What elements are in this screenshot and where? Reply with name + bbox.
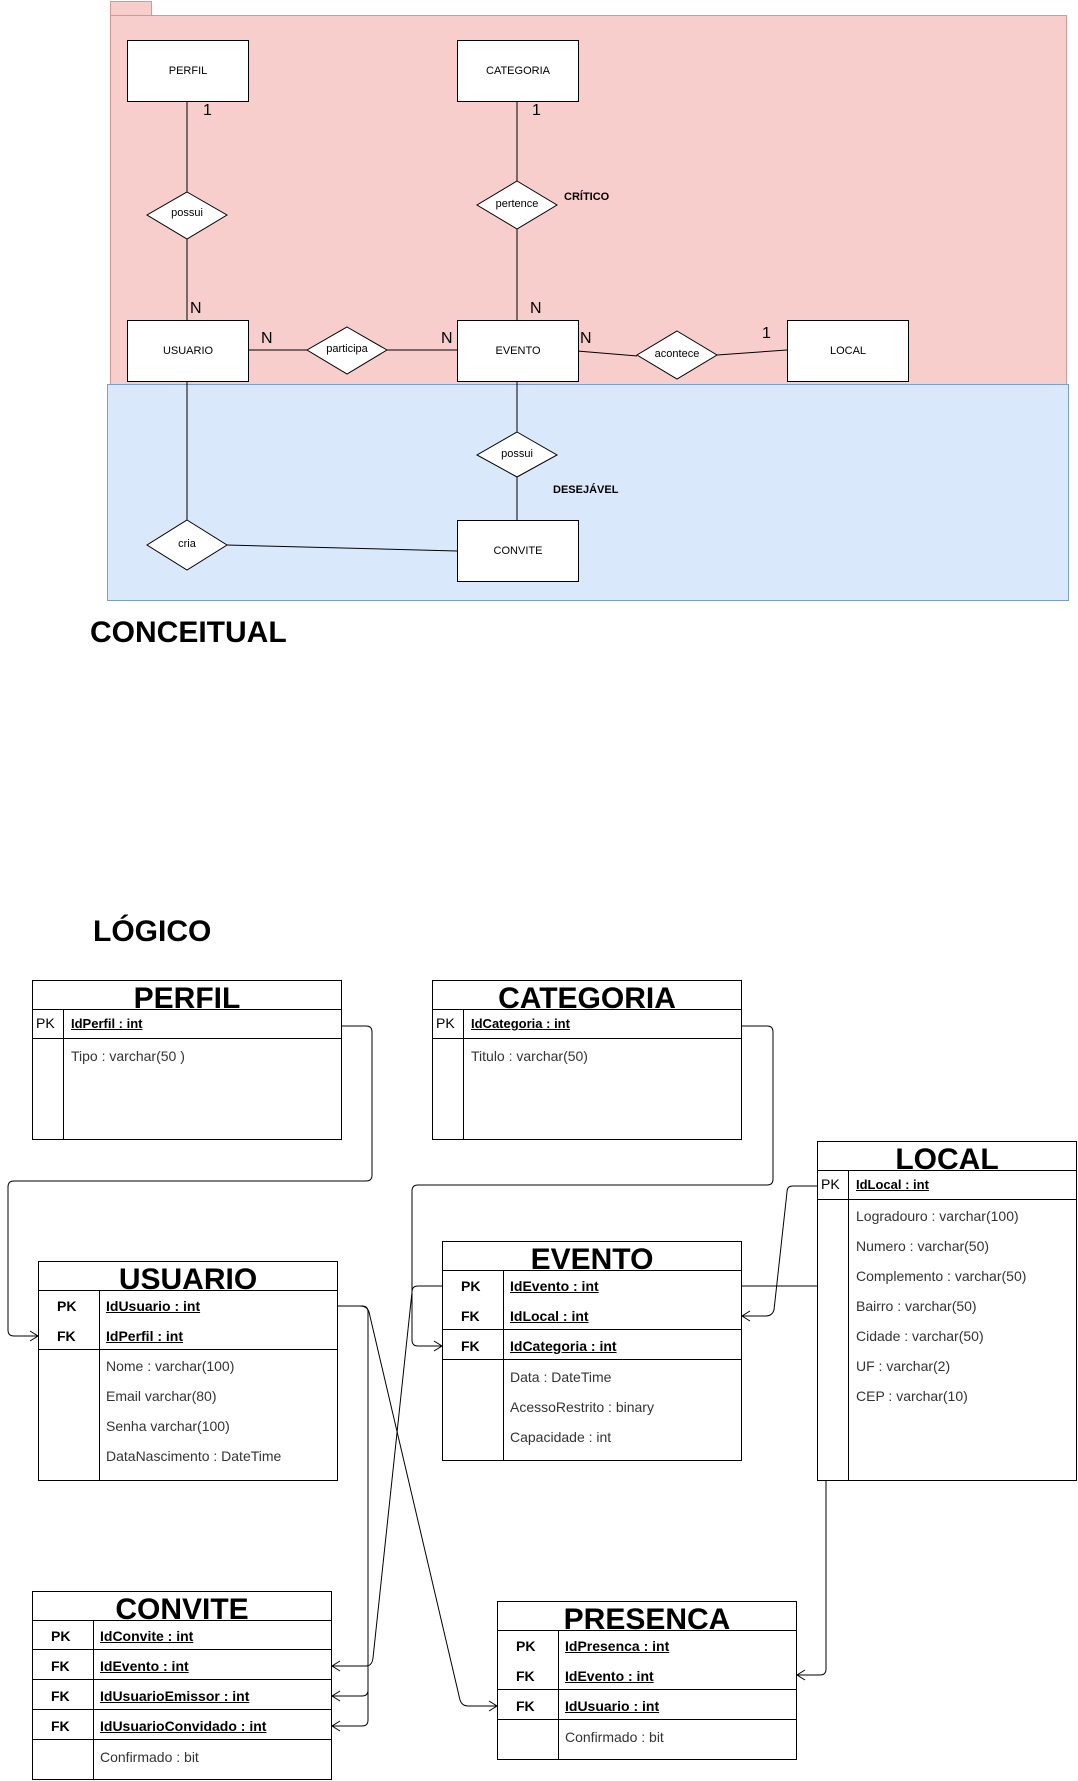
attribute: Nome : varchar(100)	[106, 1358, 235, 1374]
table-title: PRESENCA	[498, 1602, 796, 1631]
cardinality: N	[190, 300, 202, 317]
key-type: FK	[51, 1688, 70, 1704]
cardinality: N	[441, 330, 453, 347]
conceptual-connectors	[146, 101, 788, 571]
cardinality: 1	[203, 102, 212, 119]
rel-possui-perfil-shape	[146, 191, 228, 240]
table-categoria: CATEGORIA PK IdCategoria : int Titulo : …	[432, 980, 742, 1140]
key-field: IdCategoria : int	[471, 1016, 570, 1031]
key-type: FK	[461, 1308, 480, 1324]
cardinality: N	[580, 330, 592, 347]
key-type: FK	[51, 1658, 70, 1674]
key-type: FK	[51, 1718, 70, 1734]
key-field: IdLocal : int	[510, 1308, 589, 1324]
entity-usuario: USUARIO	[127, 320, 249, 382]
key-type: FK	[516, 1698, 535, 1714]
key-type: FK	[516, 1668, 535, 1684]
key-field: IdUsuarioConvidado : int	[100, 1718, 267, 1734]
attribute: Email varchar(80)	[106, 1388, 217, 1404]
key-field: IdPerfil : int	[106, 1328, 183, 1344]
rel-pertence: pertence	[495, 198, 539, 210]
key-type: FK	[461, 1338, 480, 1354]
conceptual-heading: CONCEITUAL	[90, 616, 287, 649]
key-type: PK	[461, 1278, 481, 1294]
entity-local: LOCAL	[787, 320, 909, 382]
rel-acontece: acontece	[654, 348, 700, 360]
key-type: PK	[36, 1015, 55, 1031]
cardinality: 1	[762, 325, 771, 342]
cardinality: N	[530, 300, 542, 317]
entity-categoria: CATEGORIA	[457, 40, 579, 102]
key-field: IdUsuarioEmissor : int	[100, 1688, 250, 1704]
table-convite: CONVITE PK IdConvite : int FK IdEvento :…	[32, 1591, 332, 1780]
key-type: PK	[51, 1628, 71, 1644]
entity-perfil: PERFIL	[127, 40, 249, 102]
table-title: EVENTO	[443, 1242, 741, 1271]
attribute: Complemento : varchar(50)	[856, 1268, 1027, 1284]
key-type: PK	[516, 1638, 536, 1654]
key-type: PK	[436, 1015, 455, 1031]
attribute: DataNascimento : DateTime	[106, 1448, 282, 1464]
attribute: Confirmado : bit	[100, 1749, 199, 1765]
table-title: USUARIO	[39, 1262, 337, 1291]
attribute: CEP : varchar(10)	[856, 1388, 968, 1404]
cardinality: 1	[532, 102, 541, 119]
attribute: Capacidade : int	[510, 1429, 612, 1445]
attribute: Logradouro : varchar(100)	[856, 1208, 1019, 1224]
key-type: PK	[821, 1176, 840, 1192]
table-title: CONVITE	[33, 1592, 331, 1621]
attribute: Tipo : varchar(50 )	[71, 1048, 185, 1064]
zone-tab	[110, 1, 152, 16]
entity-convite: CONVITE	[457, 520, 579, 582]
table-title: LOCAL	[818, 1142, 1076, 1171]
attribute: Data : DateTime	[510, 1369, 612, 1385]
logical-heading: LÓGICO	[93, 915, 212, 948]
desirable-label: DESEJÁVEL	[553, 484, 619, 496]
attribute: Numero : varchar(50)	[856, 1238, 990, 1254]
table-evento: EVENTO PK IdEvento : int FK IdLocal : in…	[442, 1241, 742, 1461]
key-field: IdEvento : int	[510, 1278, 599, 1294]
table-perfil: PERFIL PK IdPerfil : int Tipo : varchar(…	[32, 980, 342, 1140]
key-type: PK	[57, 1298, 77, 1314]
table-title: CATEGORIA	[433, 981, 741, 1010]
key-field: IdConvite : int	[100, 1628, 194, 1644]
rel-acontece-shape	[636, 330, 718, 380]
rel-participa-shape	[306, 326, 388, 375]
attribute: Senha varchar(100)	[106, 1418, 230, 1434]
table-local: LOCAL PK IdLocal : int Logradouro : varc…	[817, 1141, 1077, 1481]
key-field: IdPerfil : int	[71, 1016, 143, 1031]
rel-possui-convite-shape	[475, 431, 559, 478]
rel-possui-convite: possui	[501, 448, 533, 460]
cardinality: N	[261, 330, 273, 347]
rel-pertence-shape	[476, 180, 558, 230]
attribute: AcessoRestrito : binary	[510, 1399, 654, 1415]
rel-cria: cria	[178, 538, 196, 550]
attribute: UF : varchar(2)	[856, 1358, 951, 1374]
rel-cria-shape	[146, 519, 228, 571]
rel-participa: participa	[326, 343, 368, 355]
attribute: Bairro : varchar(50)	[856, 1298, 977, 1314]
key-field: IdEvento : int	[100, 1658, 189, 1674]
attribute: Cidade : varchar(50)	[856, 1328, 984, 1344]
key-field: IdLocal : int	[856, 1177, 929, 1192]
key-field: IdPresenca : int	[565, 1638, 670, 1654]
key-field: IdUsuario : int	[106, 1298, 201, 1314]
table-title: PERFIL	[33, 981, 341, 1010]
key-type: FK	[57, 1328, 76, 1344]
rel-possui-perfil: possui	[171, 207, 203, 219]
table-usuario: USUARIO PK IdUsuario : int FK IdPerfil :…	[38, 1261, 338, 1481]
key-field: IdCategoria : int	[510, 1338, 617, 1354]
desirable-zone	[107, 384, 1069, 601]
key-field: IdEvento : int	[565, 1668, 654, 1684]
attribute: Confirmado : bit	[565, 1729, 664, 1745]
critical-label: CRÍTICO	[564, 191, 610, 203]
table-presenca: PRESENCA PK IdPresenca : int FK IdEvento…	[497, 1601, 797, 1760]
attribute: Titulo : varchar(50)	[471, 1048, 588, 1064]
entity-evento: EVENTO	[457, 320, 579, 382]
key-field: IdUsuario : int	[565, 1698, 660, 1714]
